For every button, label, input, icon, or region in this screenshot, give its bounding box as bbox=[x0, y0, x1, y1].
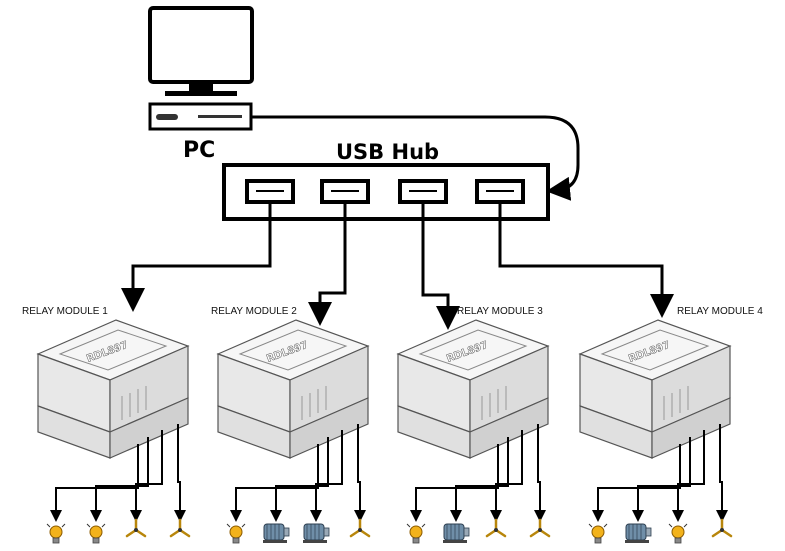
usb-port-2 bbox=[320, 179, 370, 204]
relay-module-3: RDL897 bbox=[396, 319, 550, 459]
module-2-wire-2 bbox=[270, 437, 329, 522]
fan-icon bbox=[169, 518, 191, 538]
module-4-wire-4 bbox=[716, 424, 728, 522]
module-2-label: RELAY MODULE 2 bbox=[211, 306, 297, 317]
pc-hub-cable bbox=[251, 115, 580, 201]
module-1-wire-2 bbox=[90, 437, 149, 522]
fan-icon bbox=[485, 518, 507, 538]
bulb-icon bbox=[86, 523, 106, 544]
motor-icon bbox=[263, 523, 290, 543]
usb-hub-label: USB Hub bbox=[336, 140, 439, 164]
fan-icon bbox=[349, 518, 371, 538]
fan-icon bbox=[529, 518, 551, 538]
bulb-icon bbox=[588, 523, 608, 544]
module-3-wire-4 bbox=[534, 424, 546, 522]
module-2-wire-3 bbox=[310, 430, 343, 522]
usb-port-3 bbox=[398, 179, 448, 204]
module-4-wire-2 bbox=[632, 437, 691, 522]
hub-module1-cable bbox=[121, 202, 272, 312]
load-devices bbox=[46, 518, 733, 544]
hub-module2-cable bbox=[308, 202, 347, 326]
usb-port-4 bbox=[475, 179, 525, 204]
pc-label: PC bbox=[183, 138, 215, 163]
fan-icon bbox=[125, 518, 147, 538]
module-1-wire-4 bbox=[174, 424, 186, 522]
module-4-wire-3 bbox=[672, 430, 705, 522]
relay-module-2: RDL897 bbox=[216, 319, 370, 459]
module-3-label: RELAY MODULE 3 bbox=[457, 306, 543, 317]
usb-port-1 bbox=[245, 179, 295, 204]
fan-icon bbox=[711, 518, 733, 538]
relay-module-1: RDL897 bbox=[36, 319, 190, 459]
module-2-wire-4 bbox=[354, 424, 366, 522]
hub-module4-cable bbox=[498, 202, 674, 318]
module-1-label: RELAY MODULE 1 bbox=[22, 306, 108, 317]
module-3-wire-2 bbox=[450, 437, 509, 522]
hub-module3-cable bbox=[421, 202, 460, 330]
module-1-wire-3 bbox=[130, 430, 163, 522]
motor-icon bbox=[443, 523, 470, 543]
relay-module-4: RDL897 bbox=[578, 319, 732, 459]
bulb-icon bbox=[406, 523, 426, 544]
bulb-icon bbox=[46, 523, 66, 544]
output-wires bbox=[50, 424, 728, 522]
motor-icon bbox=[625, 523, 652, 543]
module-4-label: RELAY MODULE 4 bbox=[677, 306, 763, 317]
bulb-icon bbox=[668, 523, 688, 544]
motor-icon bbox=[303, 523, 330, 543]
bulb-icon bbox=[226, 523, 246, 544]
pc-icon bbox=[148, 6, 254, 131]
module-3-wire-3 bbox=[490, 430, 523, 522]
